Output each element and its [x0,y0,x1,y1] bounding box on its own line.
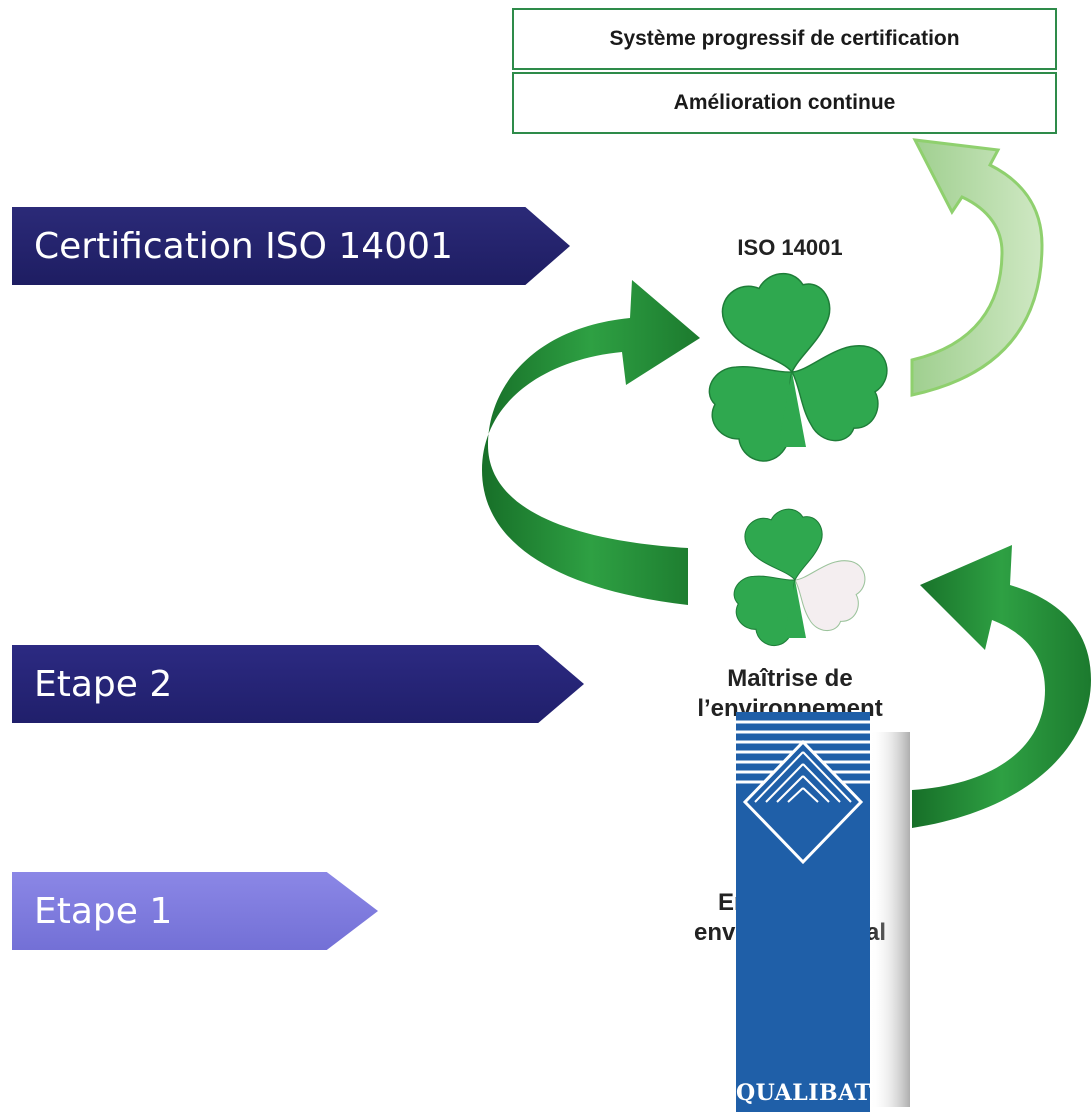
step-iso-arrow: Certification ISO 14001 [12,207,570,285]
iso-clover-icon [689,265,902,476]
qualibat-logo [736,712,910,1112]
maitrise-clover-icon [719,503,876,657]
improvement-arrow [910,138,1044,397]
step-2-arrow: Etape 2 [12,645,584,723]
continuous-improvement-box: Amélioration continue [512,72,1057,134]
step-iso-label: Certification ISO 14001 [34,225,453,267]
qualibat-logo-text: QUALIBAT [736,1080,872,1106]
step2-to-iso-arrow [482,280,700,605]
iso-caption: ISO 14001 [690,233,890,263]
certification-system-box: Système progressif de certification [512,8,1057,70]
step-1-arrow: Etape 1 [12,872,378,950]
continuous-improvement-label: Amélioration continue [673,91,896,114]
step-2-label: Etape 2 [34,663,173,705]
iso-caption-text: ISO 14001 [737,235,843,260]
maitrise-caption-line1: Maîtrise de [727,665,853,692]
certification-system-label: Système progressif de certification [609,27,960,50]
step1-to-step2-arrow [912,545,1091,828]
step-1-label: Etape 1 [34,890,173,932]
